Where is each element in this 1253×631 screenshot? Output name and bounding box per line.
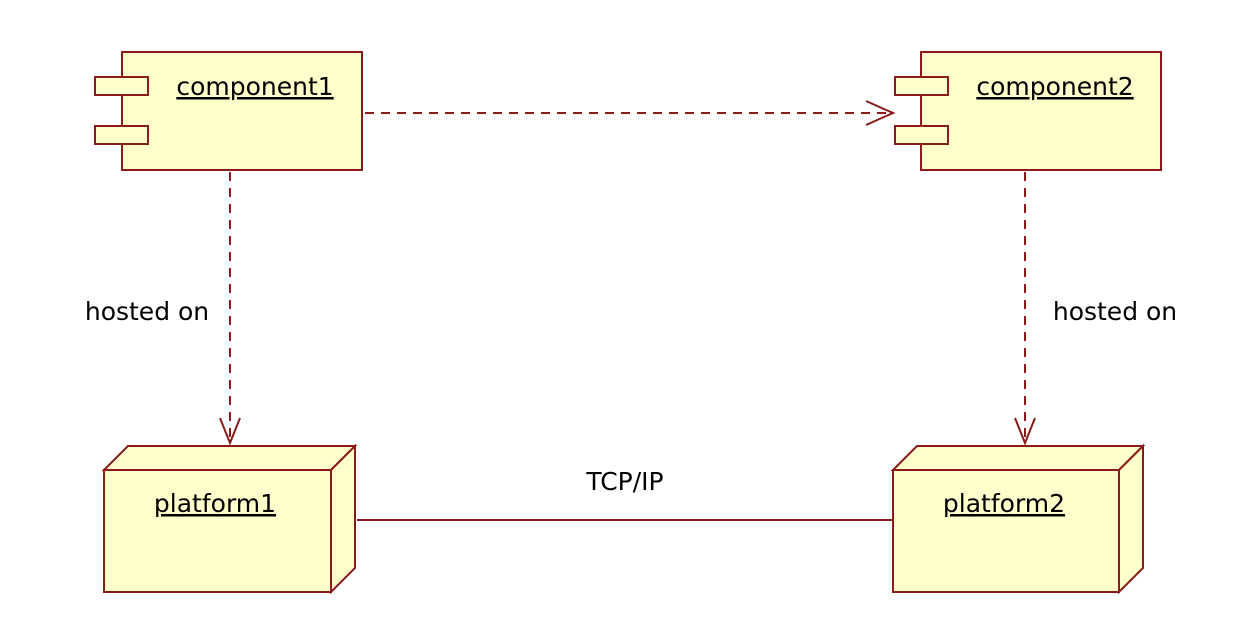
component-component1[interactable]: component1 xyxy=(94,51,363,171)
node-label: platform2 xyxy=(943,489,1065,518)
component-port-bottom xyxy=(894,125,949,145)
component-port-top xyxy=(894,76,949,96)
dependency-arrow-component2-platform2[interactable] xyxy=(1014,172,1036,446)
node-platform1[interactable]: platform1 xyxy=(101,443,358,595)
node-front-face xyxy=(892,469,1120,593)
node-top-face xyxy=(890,445,1146,471)
open-arrowhead xyxy=(1014,417,1036,446)
dependency-arrow-component1-component2[interactable] xyxy=(365,100,896,126)
node-platform2[interactable]: platform2 xyxy=(890,443,1146,595)
node-label: platform1 xyxy=(154,489,276,518)
component-label: component1 xyxy=(176,72,333,101)
component-label: component2 xyxy=(976,72,1133,101)
component-component2[interactable]: component2 xyxy=(894,51,1162,171)
open-arrowhead xyxy=(865,100,896,126)
node-side-face xyxy=(330,443,356,595)
open-arrowhead xyxy=(219,417,241,446)
dependency-label-hosted-on-2: hosted on xyxy=(1053,297,1177,326)
component-port-top xyxy=(94,76,149,96)
component-port-bottom xyxy=(94,125,149,145)
dependency-arrow-component1-platform1[interactable] xyxy=(219,172,241,446)
association-label-tcp-ip: TCP/IP xyxy=(585,467,663,496)
node-top-face xyxy=(101,445,358,471)
node-side-face xyxy=(1118,443,1144,595)
dependency-label-hosted-on-1: hosted on xyxy=(85,297,209,326)
node-front-face xyxy=(103,469,332,593)
